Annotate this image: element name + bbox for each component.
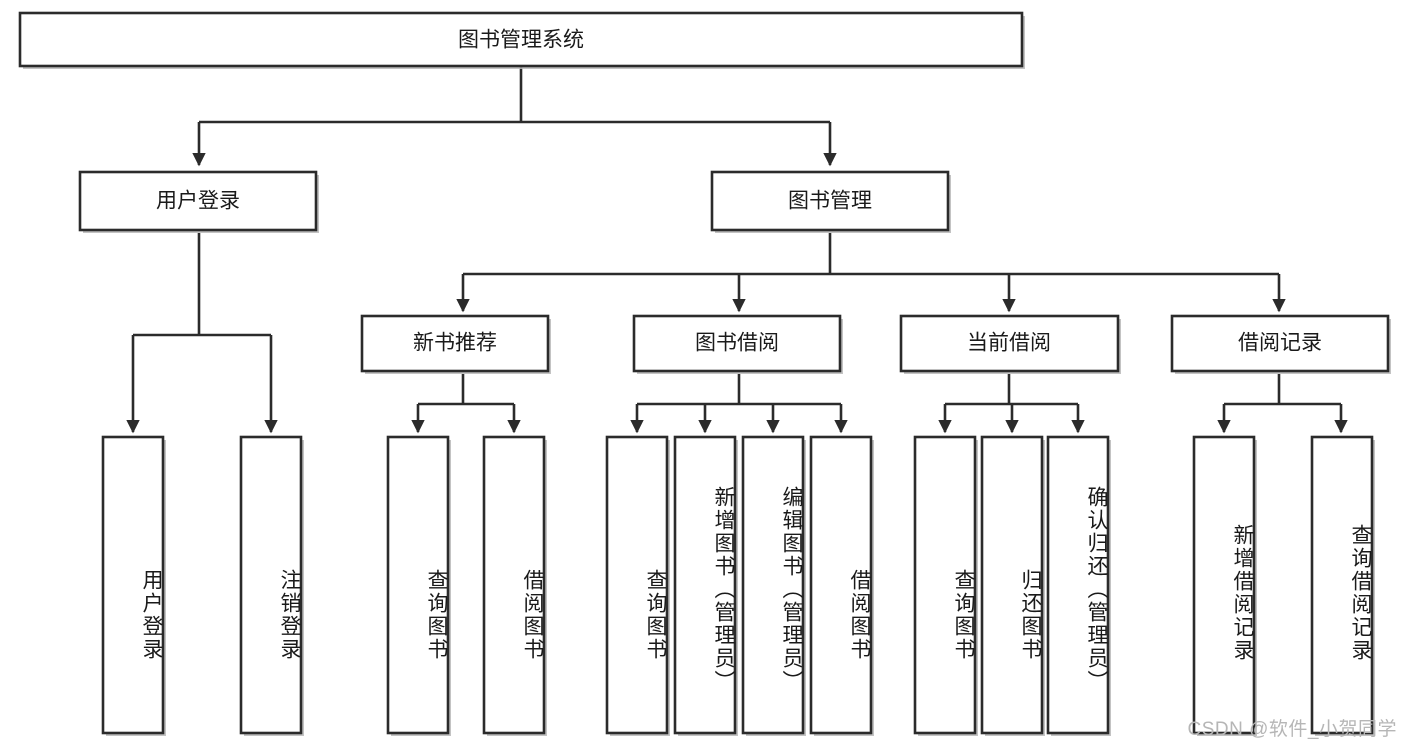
node-book-borrow[interactable]: 图书借阅 [632,314,843,374]
connector-group-book-management [456,233,1286,313]
leaf-box-book-borrow-1[interactable] [673,435,738,736]
leaf-box-borrow-record-1[interactable] [1310,435,1375,736]
leaf-box-book-borrow-0[interactable] [605,435,670,736]
node-book-borrow-label: 图书借阅 [695,332,779,355]
leaf-box-borrow-record-0[interactable] [1192,435,1257,736]
node-current-borrow[interactable]: 当前借阅 [899,314,1121,374]
leaf-box-book-borrow-2[interactable] [741,435,806,736]
leaf-box-current-borrow-0[interactable] [913,435,978,736]
node-borrow-record[interactable]: 借阅记录 [1170,314,1391,374]
csdn-watermark: CSDN @软件_小贺同学 [1187,719,1397,740]
connector-group-current-borrow [938,374,1085,434]
leaf-box-book-borrow-3[interactable] [809,435,874,736]
node-book-management[interactable]: 图书管理 [710,170,951,233]
connector-group-user-login [126,233,278,434]
connector-group-new-book-recommend [411,374,521,434]
node-current-borrow-label: 当前借阅 [967,332,1051,355]
leaf-box-user-login-1[interactable] [239,435,304,736]
node-user-login-label: 用户登录 [156,190,240,213]
node-root-label: 图书管理系统 [458,29,584,52]
leaf-box-current-borrow-1[interactable] [980,435,1045,736]
node-new-book-recommend-label: 新书推荐 [413,332,497,355]
node-root[interactable]: 图书管理系统 [18,11,1025,69]
connector-group-root [192,66,837,167]
connector-group-book-borrow [630,374,848,434]
node-user-login[interactable]: 用户登录 [78,170,319,233]
leaf-box-user-login-0[interactable] [101,435,166,736]
node-book-management-label: 图书管理 [788,190,872,213]
leaf-box-new-book-recommend-0[interactable] [386,435,451,736]
connector-group-borrow-record [1217,374,1348,434]
leaf-box-current-borrow-2[interactable] [1046,435,1111,736]
node-new-book-recommend[interactable]: 新书推荐 [360,314,551,374]
node-borrow-record-label: 借阅记录 [1238,332,1322,355]
leaf-box-new-book-recommend-1[interactable] [482,435,547,736]
